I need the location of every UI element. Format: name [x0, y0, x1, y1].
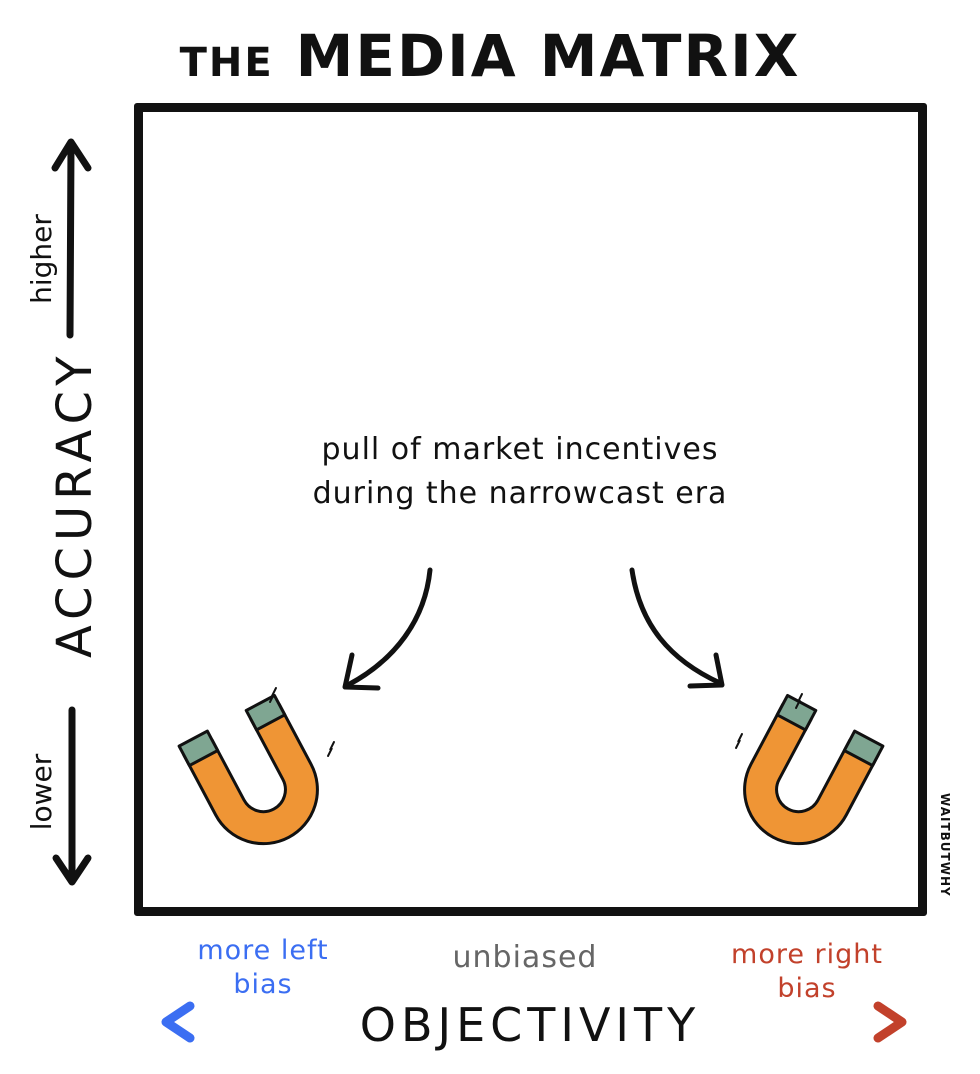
page-title: THE MEDIA MATRIX	[0, 22, 980, 90]
up-arrow-icon	[51, 138, 92, 339]
left-curved-arrow-icon	[342, 567, 433, 691]
right-arrowhead	[873, 1001, 907, 1043]
left-arrowhead	[161, 1001, 195, 1043]
right-magnet-icon	[743, 693, 885, 846]
right-magnet-sparks	[735, 693, 803, 749]
x-axis-center-label: unbiased	[452, 940, 598, 975]
left-magnet-icon	[177, 693, 319, 846]
x-axis-right-label: more right bias	[731, 939, 883, 1004]
x-axis-left-label: more left bias	[197, 935, 329, 1000]
title-main: MEDIA MATRIX	[295, 22, 801, 90]
down-arrow-icon	[52, 706, 92, 886]
x-axis-label: OBJECTIVITY	[359, 998, 701, 1052]
title-the: THE	[179, 40, 274, 86]
left-magnet-sparks	[269, 687, 335, 757]
right-curved-arrow-icon	[629, 567, 725, 689]
market-incentives-annotation: pull of market incentives during the nar…	[312, 432, 728, 511]
matrix-frame	[134, 103, 927, 916]
